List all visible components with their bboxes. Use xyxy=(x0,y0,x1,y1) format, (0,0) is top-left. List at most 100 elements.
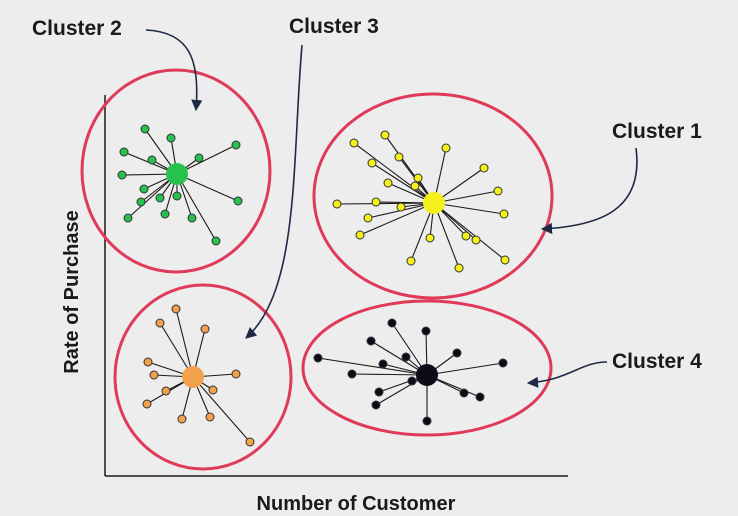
cluster-1-ray xyxy=(433,202,506,261)
cluster-1-point xyxy=(371,197,381,207)
cluster-3-point xyxy=(231,369,241,379)
cluster-3-point xyxy=(155,318,165,328)
cluster-2-point xyxy=(187,213,197,223)
cluster-1-point xyxy=(410,181,420,191)
cluster-1-boundary xyxy=(312,92,554,300)
cluster-4-point xyxy=(347,369,357,379)
cluster-3-group xyxy=(113,283,293,471)
cluster-4-point xyxy=(366,336,376,346)
cluster-1-point xyxy=(363,213,373,223)
cluster-1-point xyxy=(396,202,406,212)
cluster-1-label: Cluster 1 xyxy=(612,120,702,143)
cluster-1-point xyxy=(425,233,435,243)
cluster-1-point xyxy=(349,138,359,148)
cluster-2-point xyxy=(172,191,182,201)
cluster-3-point xyxy=(208,385,218,395)
cluster-1-ray xyxy=(353,142,435,204)
cluster-3-point xyxy=(245,437,255,447)
cluster-2-point xyxy=(139,184,149,194)
cluster-2-group xyxy=(80,68,272,274)
cluster-1-point xyxy=(441,143,451,153)
cluster-4-point xyxy=(498,358,508,368)
cluster-1-point xyxy=(332,199,342,209)
cluster-3-point xyxy=(142,399,152,409)
cluster-1-point xyxy=(499,209,509,219)
cluster-2-point xyxy=(147,155,157,165)
cluster-1-point xyxy=(380,130,390,140)
cluster-4-point xyxy=(421,326,431,336)
x-axis-label: Number of Customer xyxy=(257,493,456,515)
cluster-1-centroid xyxy=(423,192,445,214)
cluster-1-point xyxy=(355,230,365,240)
cluster-4-label: Cluster 4 xyxy=(612,350,702,373)
cluster-3-centroid xyxy=(182,366,204,388)
cluster-2-point xyxy=(160,209,170,219)
cluster-1-ray xyxy=(359,202,435,236)
cluster-3-ray xyxy=(192,376,251,443)
cluster-3-point xyxy=(143,357,153,367)
cluster-4-point xyxy=(387,318,397,328)
cluster-4-point xyxy=(401,352,411,362)
cluster-3-point xyxy=(149,370,159,380)
cluster-1-callout-arrow xyxy=(540,147,638,235)
cluster-4-point xyxy=(452,348,462,358)
cluster-2-point xyxy=(211,236,221,246)
cluster-1-point xyxy=(413,173,423,183)
cluster-1-ray xyxy=(433,202,460,269)
cluster-2-point xyxy=(194,153,204,163)
cluster-4-callout-arrow xyxy=(526,361,608,388)
cluster-2-boundary xyxy=(80,68,272,274)
cluster-4-centroid xyxy=(416,364,438,386)
cluster-4-point xyxy=(371,400,381,410)
cluster-4-point xyxy=(459,388,469,398)
cluster-1-point xyxy=(471,235,481,245)
cluster-4-point xyxy=(374,387,384,397)
cluster-2-point xyxy=(136,197,146,207)
cluster-2-point xyxy=(140,124,150,134)
cluster-2-point xyxy=(231,140,241,150)
cluster-1-point xyxy=(500,255,510,265)
cluster-3-point xyxy=(200,324,210,334)
y-axis-label: Rate of Purchase xyxy=(61,210,83,373)
cluster-2-point xyxy=(123,213,133,223)
cluster-1-point xyxy=(383,178,393,188)
cluster-3-boundary xyxy=(113,283,293,471)
cluster-4-point xyxy=(313,353,323,363)
cluster-2-ray xyxy=(176,173,239,202)
cluster-3-point xyxy=(171,304,181,314)
cluster-4-ray xyxy=(351,373,428,376)
cluster-1-point xyxy=(479,163,489,173)
cluster-3-point xyxy=(177,414,187,424)
cluster-3-label: Cluster 3 xyxy=(289,15,379,38)
cluster-1-point xyxy=(367,158,377,168)
cluster-1-point xyxy=(461,231,471,241)
cluster-4-group xyxy=(301,299,553,437)
cluster-2-centroid xyxy=(166,163,188,185)
cluster-2-point xyxy=(117,170,127,180)
cluster-2-label: Cluster 2 xyxy=(32,17,122,40)
cluster-2-callout-arrow xyxy=(145,29,203,112)
cluster-1-point xyxy=(454,263,464,273)
cluster-4-point xyxy=(378,359,388,369)
cluster-2-point xyxy=(233,196,243,206)
cluster-1-ray xyxy=(433,202,505,215)
cluster-4-point xyxy=(422,416,432,426)
cluster-1-point xyxy=(493,186,503,196)
cluster-1-point xyxy=(394,152,404,162)
cluster-2-point xyxy=(166,133,176,143)
cluster-4-point xyxy=(407,376,417,386)
cluster-2-ray xyxy=(176,173,217,242)
cluster-1-point xyxy=(406,256,416,266)
cluster-3-point xyxy=(161,386,171,396)
cluster-3-ray xyxy=(175,308,194,378)
cluster-4-ray xyxy=(426,362,504,376)
cluster-1-ray xyxy=(371,162,435,204)
cluster-4-point xyxy=(475,392,485,402)
cluster-2-point xyxy=(155,193,165,203)
cluster-4-boundary xyxy=(301,299,553,437)
cluster-2-point xyxy=(119,147,129,157)
cluster-1-group xyxy=(312,92,554,300)
cluster-3-callout-arrow xyxy=(245,44,303,339)
